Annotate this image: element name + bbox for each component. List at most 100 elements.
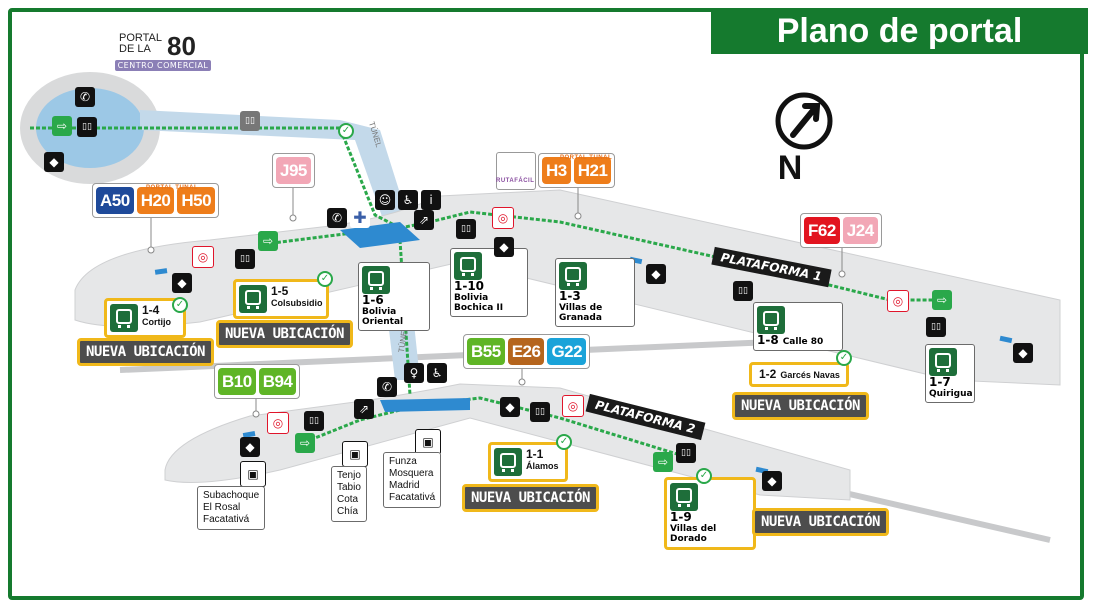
bus-icon: [239, 285, 267, 313]
nueva-ubicacion-1-4: NUEVA UBICACIÓN: [77, 338, 214, 366]
stop-id: 1-8: [757, 333, 779, 347]
bus-icon: [494, 448, 522, 476]
map-frame: [8, 8, 1084, 600]
exit-icon: ⇨: [295, 433, 315, 453]
stop-name: Cortijo: [142, 317, 171, 327]
stop-1-7[interactable]: 1-7 Quirigua: [925, 344, 975, 403]
stop-name: Álamos: [526, 461, 559, 471]
nueva-ubicacion-1-9: NUEVA UBICACIÓN: [752, 508, 889, 536]
turnstile-icon: ▯▯: [733, 281, 753, 301]
exit-icon: ⇨: [932, 290, 952, 310]
nueva-ubicacion-1-2: NUEVA UBICACIÓN: [732, 392, 869, 420]
stairs-icon: ⇗: [414, 210, 434, 230]
bus-icon: [757, 306, 785, 334]
bus-icon: [110, 304, 138, 332]
ticket-icon: ◆: [494, 237, 514, 257]
rutafacil-label: RUTAFÁCIL: [496, 178, 535, 184]
exit-icon: ⇨: [258, 231, 278, 251]
title-bar: Plano de portal: [711, 8, 1088, 54]
route-group-a50: A50 H20 H50: [92, 183, 220, 218]
turnstile-icon: ▯▯: [926, 317, 946, 337]
logo-subtitle: CENTRO COMERCIAL: [115, 60, 211, 71]
route-group-h3: H3 H21: [538, 153, 616, 188]
accessible-icon: ♿: [427, 363, 447, 383]
route-badge-e26[interactable]: E26: [507, 338, 545, 365]
exit-icon: ⇨: [653, 452, 673, 472]
turnstile-icon: ▯▯: [77, 117, 97, 137]
compass-arrow-graphic: [775, 92, 833, 150]
ticket-icon: ◆: [172, 273, 192, 293]
route-badge-b55[interactable]: B55: [467, 338, 505, 365]
bus-icon: [362, 266, 390, 294]
route-badge-h50[interactable]: H50: [177, 187, 216, 214]
stop-id: 1-6: [362, 293, 384, 307]
stop-id: 1-4: [142, 303, 160, 317]
nueva-ubicacion-1-1: NUEVA UBICACIÓN: [462, 484, 599, 512]
rutafacil-logo-box: [496, 152, 536, 190]
destination-line: Tenjo: [337, 470, 361, 481]
stop-1-6[interactable]: 1-6 Bolivia Oriental: [358, 262, 430, 331]
leader-dot: [838, 270, 846, 278]
route-badge-b94[interactable]: B94: [258, 368, 297, 395]
turnstile-icon: ▯▯: [235, 249, 255, 269]
stairs-icon: ⇗: [354, 399, 374, 419]
skywalk: [140, 110, 410, 225]
turnstile-icon: ▯▯: [304, 411, 324, 431]
route-badge-g22[interactable]: G22: [547, 338, 587, 365]
route-badge-j24[interactable]: J24: [842, 217, 878, 244]
bench: [154, 268, 168, 275]
leader-dot: [147, 246, 155, 254]
stop-name: Bolivia Bochica II: [454, 293, 504, 313]
destination-funza[interactable]: Funza Mosquera Madrid Facatativá: [383, 452, 442, 508]
route-badge-b10[interactable]: B10: [218, 368, 256, 395]
stop-1-10[interactable]: 1-10 Bolivia Bochica II: [450, 248, 528, 317]
route-group-b10: B10 B94: [214, 364, 301, 399]
stop-id: 1-10: [454, 279, 485, 293]
route-badge-a50[interactable]: A50: [96, 187, 134, 214]
destination-subachoque[interactable]: Subachoque El Rosal Facatativá: [197, 486, 266, 530]
ticket-icon: ◆: [762, 471, 782, 491]
route-badge-h3[interactable]: H3: [542, 157, 571, 184]
stop-1-9[interactable]: 1-9 Villas del Dorado: [664, 477, 756, 550]
bench: [999, 335, 1013, 344]
medical-icon: ✚: [350, 208, 370, 228]
exit-icon: ⇨: [52, 116, 72, 136]
stop-name: Villas de Granada: [559, 303, 603, 323]
stop-1-3[interactable]: 1-3 Villas de Granada: [555, 258, 635, 327]
bus-stop-icon-funza: ▣: [415, 429, 441, 455]
check-icon: ✓: [317, 271, 333, 287]
stop-name: Quirigua: [929, 389, 973, 399]
stop-id: 1-9: [670, 510, 692, 524]
destination-line: Funza: [389, 456, 417, 467]
phone-icon: ✆: [377, 377, 397, 397]
fire-extinguisher-icon: ◎: [192, 246, 214, 268]
leader-dot: [518, 378, 526, 386]
destination-tenjo[interactable]: Tenjo Tabio Cota Chía: [331, 466, 367, 522]
route-badge-j95[interactable]: J95: [276, 157, 311, 184]
check-icon: ✓: [172, 297, 188, 313]
route-group-f62: F62 J24: [800, 213, 882, 248]
turnstile-icon: ▯▯: [676, 443, 696, 463]
ticket-icon: ◆: [44, 152, 64, 172]
stop-name: Colsubsidio: [271, 298, 323, 308]
ticket-icon: ◆: [1013, 343, 1033, 363]
phone-icon: ✆: [75, 87, 95, 107]
route-note-h3: PORTAL TUNAL: [560, 155, 613, 161]
route-badge-h21[interactable]: H21: [573, 157, 612, 184]
route-badge-h20[interactable]: H20: [136, 187, 175, 214]
bus-stop-icon-tenjo: ▣: [342, 441, 368, 467]
accessible-icon: ♿: [398, 190, 418, 210]
destination-line: Chía: [337, 506, 359, 517]
phone-icon: ✆: [327, 208, 347, 228]
route-group-b55: B55 E26 G22: [463, 334, 591, 369]
route-group-j95: J95: [272, 153, 315, 188]
logo-line-1: PORTAL: [119, 32, 162, 44]
leader-dot: [289, 214, 297, 222]
station-hall-2: [380, 398, 470, 412]
route-badge-f62[interactable]: F62: [804, 217, 840, 244]
bus-icon: [559, 262, 587, 290]
